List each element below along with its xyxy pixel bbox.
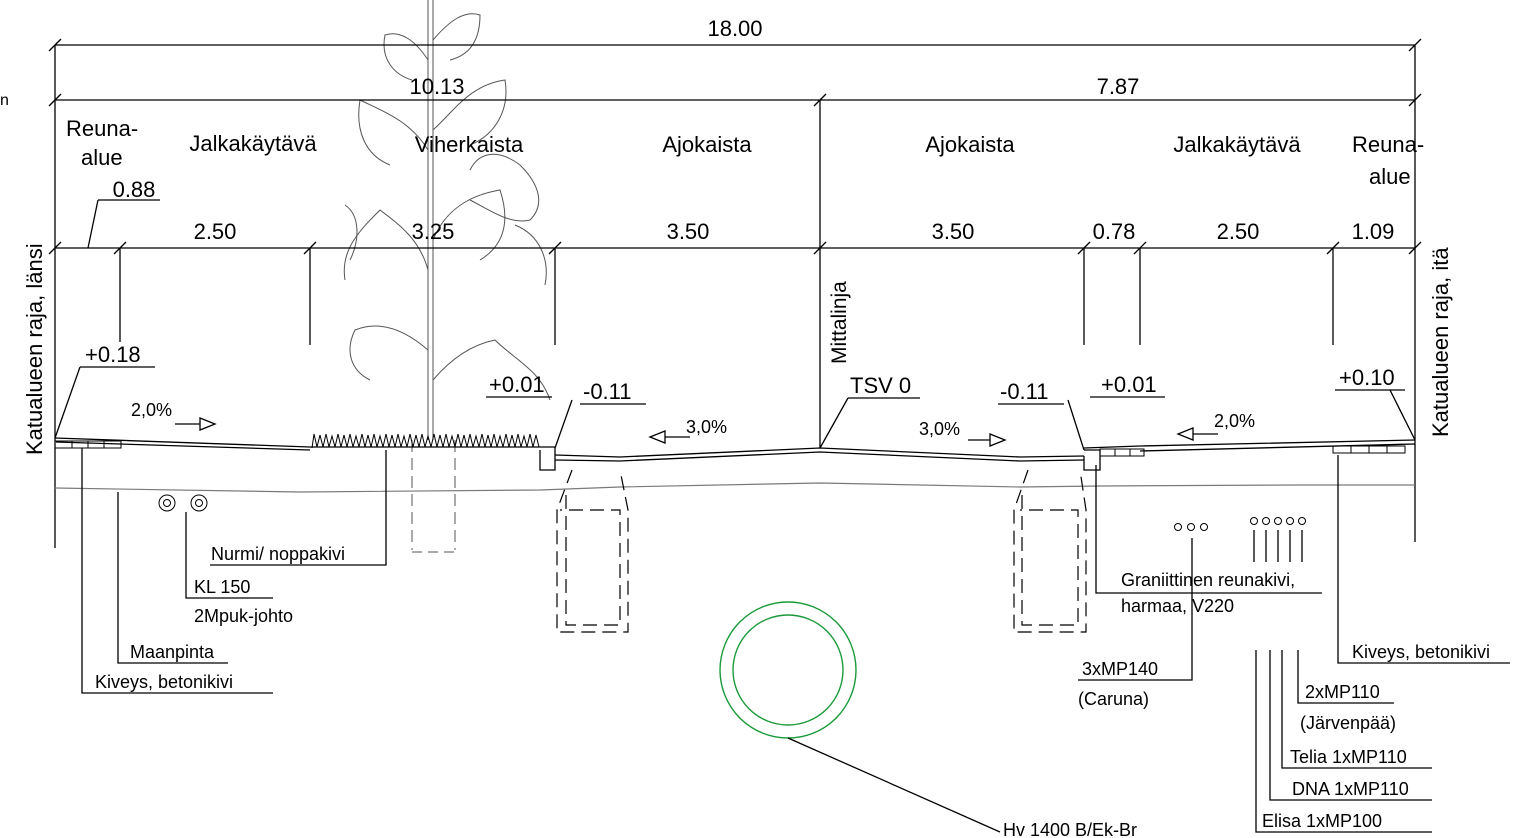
label-hv: Hv 1400 B/Ek-Br [1003,820,1137,838]
label-elisa: Elisa 1xMP100 [1262,811,1382,831]
label-mp110: 2xMP110 [1305,682,1380,702]
elevation-curb-left: +0.01 [489,372,545,397]
elevation-gutter-left: -0.11 [583,379,632,404]
curb-foundations [556,469,1087,633]
dim-segment-1: 0.88 [113,177,156,202]
zone-reuna-left-1: Reuna- [66,116,138,141]
edge-fragment-text: n [0,92,9,109]
zone-reuna-left-2: alue [81,145,123,170]
elevation-curb-right: +0.01 [1101,372,1157,397]
elevation-center: TSV 0 [850,373,911,398]
dim-segment-7: 2.50 [1217,219,1260,244]
boundary-east-label: Katualueen raja, itä [1428,247,1453,437]
label-telia: Telia 1xMP110 [1290,747,1407,767]
centerline-label: Mittalinja [828,281,851,364]
leader-lines [80,366,1510,833]
zone-reuna-right-1: Reuna- [1352,132,1424,157]
label-reunakivi-1: Graniittinen reunakivi, [1121,570,1295,590]
dim-west-part: 10.13 [409,74,464,99]
elevation-right-edge: +0.10 [1339,365,1395,390]
surface-profile [54,366,1416,471]
dim-segment-5: 3.50 [932,219,975,244]
label-caruna: (Caruna) [1078,689,1149,709]
zone-ajokaista-right: Ajokaista [925,132,1015,157]
zone-reuna-right-2: alue [1369,164,1411,189]
boundary-west-label: Katualueen raja, länsi [22,243,47,455]
water-pipe-inner [732,614,844,726]
zone-jalkakaytava-left: Jalkakäytävä [189,131,317,156]
dim-segment-6: 0.78 [1093,219,1136,244]
slope-right-sidewalk: 2,0% [1214,411,1255,431]
slope-right-lane: 3,0% [919,419,960,439]
label-kl150: KL 150 [194,577,250,597]
dim-segment-8: 1.09 [1352,219,1395,244]
dim-east-part: 7.87 [1097,74,1140,99]
label-reunakivi-2: harmaa, V220 [1121,596,1234,616]
boundary-lines [54,45,1416,548]
elevation-gutter-right: -0.11 [1000,379,1049,404]
dim-segment-4: 3.50 [667,219,710,244]
elevation-left-edge: +0.18 [85,342,141,367]
label-mpuk: 2Mpuk-johto [194,606,293,626]
label-kiveys-left: Kiveys, betonikivi [95,672,233,692]
zone-ajokaista-left: Ajokaista [662,132,752,157]
label-jarvenpaa: (Järvenpää) [1300,713,1396,733]
water-pipe-outer [719,601,857,739]
label-dna: DNA 1xMP110 [1292,779,1409,799]
dim-total: 18.00 [707,16,762,41]
label-maanpinta: Maanpinta [130,642,215,662]
tree-illustration [343,0,551,553]
dimension-lines [48,38,1422,345]
dim-segment-3: 3.25 [412,219,455,244]
zone-jalkakaytava-right: Jalkakäytävä [1173,132,1301,157]
label-kiveys-right: Kiveys, betonikivi [1352,642,1490,662]
label-nurmi: Nurmi/ noppakivi [211,544,345,564]
label-mp140: 3xMP140 [1082,659,1158,679]
slope-left-lane: 3,0% [686,417,727,437]
slope-arrows [175,417,1218,447]
zone-viherkaista: Viherkaista [415,132,524,157]
dim-segment-2: 2.50 [194,219,237,244]
slope-left-sidewalk: 2,0% [131,400,172,420]
ground-line [54,482,1415,493]
